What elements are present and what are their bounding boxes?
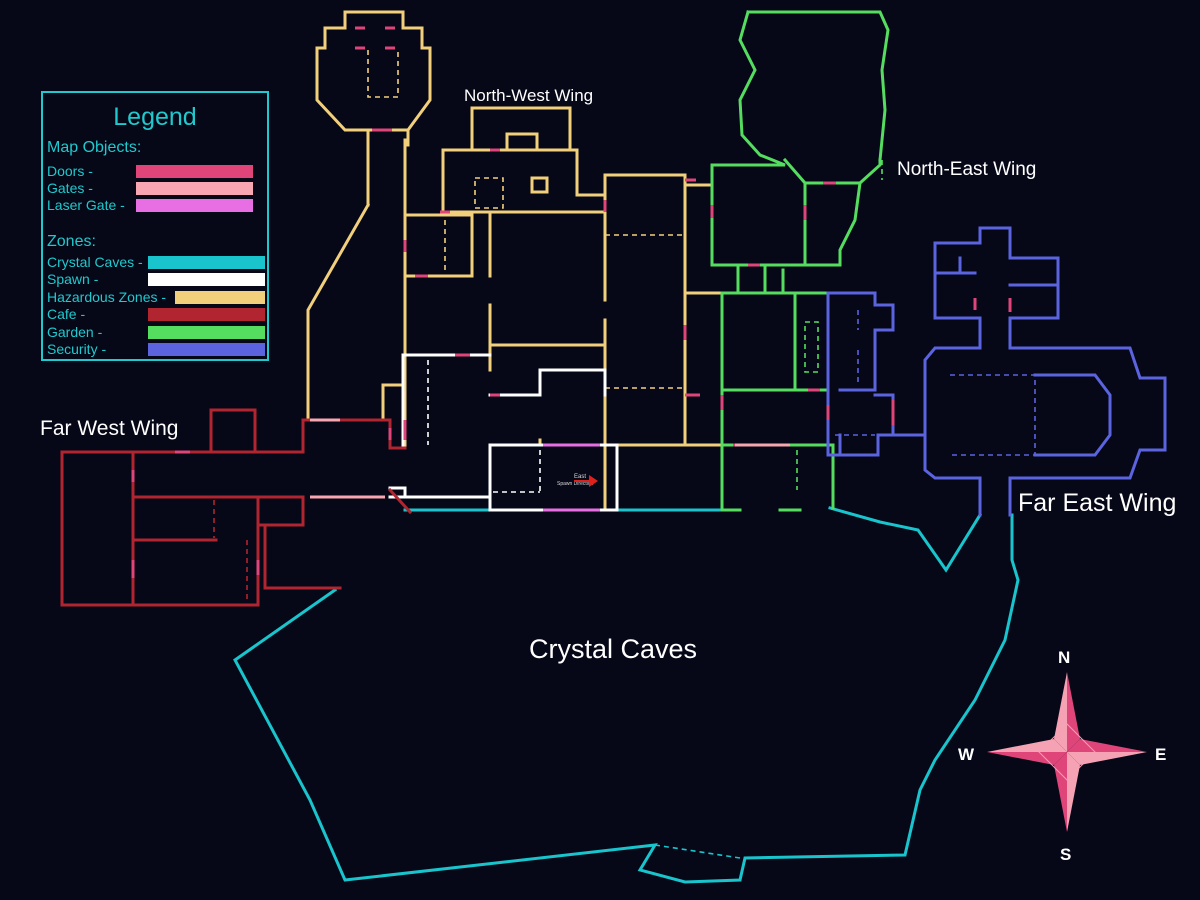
legend-swatch-cafe	[148, 308, 265, 321]
legend-swatch-gates	[136, 182, 253, 195]
spawn-direction-marker: East Spawn Direction	[557, 474, 598, 487]
compass-south-label: S	[1060, 845, 1071, 864]
compass-east-label: E	[1155, 745, 1166, 764]
legend-item-label: Crystal Caves -	[47, 254, 143, 270]
legend-item-cafe: Cafe -	[47, 306, 265, 323]
spawn-arrow-icon	[574, 475, 598, 487]
legend-item-crystal-caves: Crystal Caves -	[47, 254, 265, 271]
legend-item-label: Garden -	[47, 324, 103, 340]
legend-swatch-garden	[148, 326, 265, 339]
compass-rose: N S E W	[958, 648, 1166, 864]
legend-item-laser-gate: Laser Gate -	[47, 197, 263, 214]
legend-item-label: Gates -	[47, 180, 93, 196]
legend-item-label: Doors -	[47, 163, 93, 179]
legend-panel: Legend Map Objects: Doors - Gates - Lase…	[41, 91, 269, 361]
spawn-marker-line1: East	[574, 474, 586, 480]
legend-title: Legend	[113, 103, 197, 131]
compass-north-label: N	[1058, 648, 1070, 667]
spawn-marker-line2: Spawn Direction	[557, 481, 594, 487]
area-label-far-east-wing: Far East Wing	[1018, 489, 1176, 517]
area-label-north-west-wing: North-West Wing	[464, 86, 593, 105]
legend-item-hazardous-zones: Hazardous Zones -	[47, 289, 265, 306]
area-label-far-west-wing: Far West Wing	[40, 417, 178, 440]
legend-swatch-security	[148, 343, 265, 356]
legend-item-spawn: Spawn -	[47, 271, 265, 288]
laser-gates	[543, 443, 600, 512]
area-label-north-east-wing: North-East Wing	[897, 159, 1036, 180]
legend-item-label: Spawn -	[47, 271, 99, 287]
legend-swatch-doors	[136, 165, 253, 178]
legend-item-label: Cafe -	[47, 306, 86, 322]
legend-item-doors: Doors -	[47, 163, 263, 180]
security-zone	[826, 226, 1167, 517]
legend-item-label: Laser Gate -	[47, 197, 125, 213]
legend-item-security: Security -	[47, 341, 265, 358]
crystal-caves-zone	[233, 506, 1020, 884]
gates	[310, 418, 790, 499]
legend-swatch-hazardous-zones	[175, 291, 265, 304]
compass-west-label: W	[958, 745, 975, 764]
cafe-zone	[60, 408, 413, 607]
legend-item-label: Hazardous Zones -	[47, 289, 167, 305]
legend-item-gates: Gates -	[47, 180, 263, 197]
legend-item-label: Security -	[47, 341, 107, 357]
legend-swatch-spawn	[148, 273, 265, 286]
legend-objects-heading: Map Objects:	[47, 139, 142, 156]
legend-zones-heading: Zones:	[47, 233, 96, 250]
legend-swatch-crystal-caves	[148, 256, 265, 269]
compass-star-icon	[987, 672, 1147, 832]
area-label-crystal-caves: Crystal Caves	[529, 634, 697, 664]
legend-item-garden: Garden -	[47, 324, 265, 341]
garden-zone	[710, 10, 890, 512]
legend-swatch-laser-gate	[136, 199, 253, 212]
